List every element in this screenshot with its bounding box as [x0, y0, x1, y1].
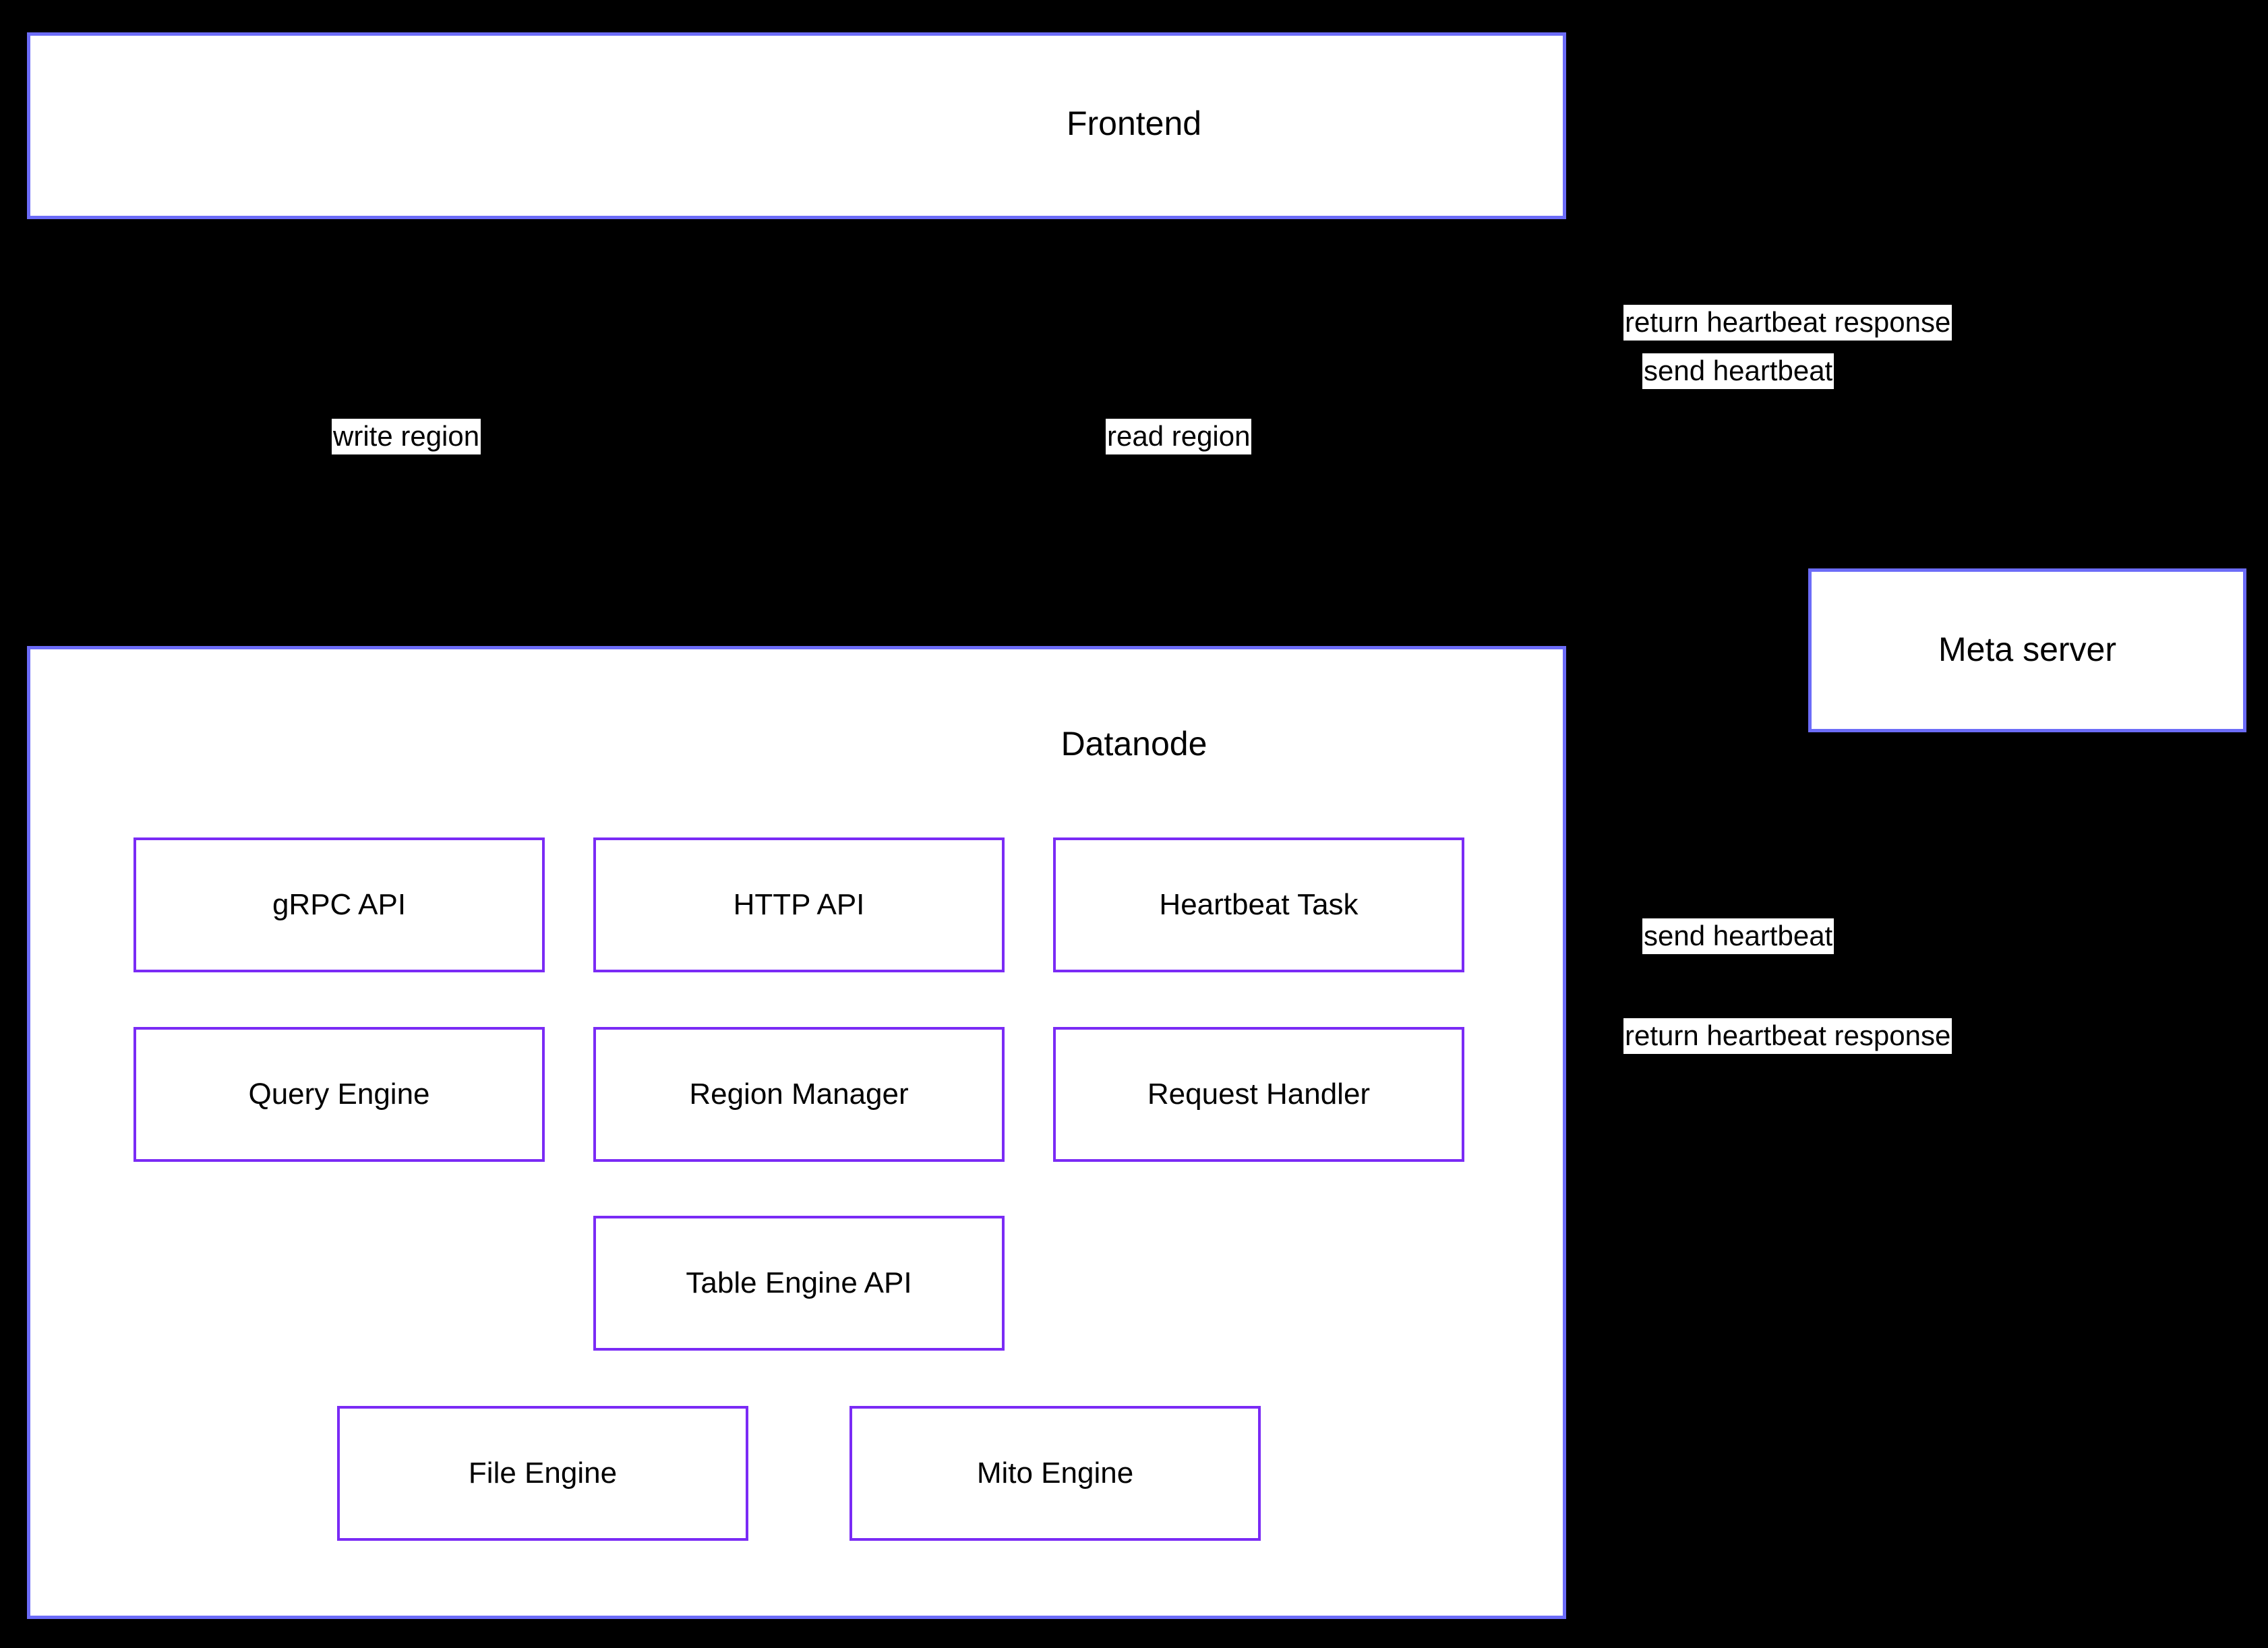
edge-label-return-heartbeat-response-bottom: return heartbeat response [1623, 1018, 1952, 1054]
module-http-api-label: HTTP API [733, 888, 865, 921]
module-http-api[interactable]: HTTP API [593, 837, 1005, 972]
module-query-engine-label: Query Engine [248, 1078, 430, 1111]
metaserver-title: Meta server [1938, 630, 2116, 668]
module-heartbeat-task[interactable]: Heartbeat Task [1053, 837, 1464, 972]
module-table-engine-api-label: Table Engine API [686, 1266, 912, 1299]
module-grpc-api-label: gRPC API [272, 888, 407, 921]
module-mito-engine-label: Mito Engine [976, 1456, 1134, 1490]
edge-label-send-heartbeat-bottom: send heartbeat [1642, 918, 1834, 954]
module-table-engine-api[interactable]: Table Engine API [593, 1216, 1005, 1351]
module-grpc-api[interactable]: gRPC API [133, 837, 545, 972]
module-query-engine[interactable]: Query Engine [133, 1027, 545, 1162]
module-region-manager[interactable]: Region Manager [593, 1027, 1005, 1162]
arrow-metaserver-to-frontend [1564, 173, 1822, 608]
module-request-handler-label: Request Handler [1147, 1078, 1371, 1111]
module-heartbeat-task-label: Heartbeat Task [1159, 888, 1359, 921]
module-request-handler[interactable]: Request Handler [1053, 1027, 1464, 1162]
module-file-engine[interactable]: File Engine [337, 1406, 748, 1541]
module-mito-engine[interactable]: Mito Engine [849, 1406, 1261, 1541]
module-file-engine-label: File Engine [468, 1456, 618, 1490]
arrow-frontend-to-metaserver [1565, 121, 1822, 571]
module-region-manager-label: Region Manager [689, 1078, 909, 1111]
edge-label-return-heartbeat-response-top: return heartbeat response [1623, 305, 1952, 341]
edge-label-read-region: read region [1106, 419, 1252, 454]
frontend-container[interactable] [27, 32, 1566, 219]
metaserver-container[interactable] [1808, 568, 2246, 732]
frontend-title: Frontend [1066, 105, 1202, 142]
datanode-title: Datanode [1061, 725, 1207, 763]
edge-label-write-region: write region [332, 419, 481, 454]
edge-label-send-heartbeat-top: send heartbeat [1642, 353, 1834, 389]
